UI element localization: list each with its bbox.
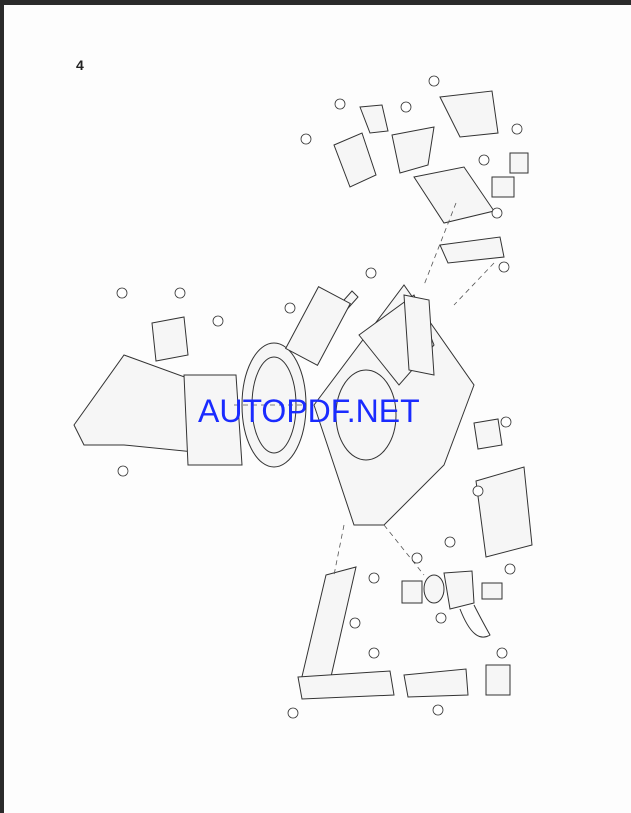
watermark: AUTOPDF.NET: [198, 393, 420, 429]
lower-assembly: [284, 285, 511, 700]
assembly-lines: [234, 202, 495, 576]
top-cover-plates: [333, 90, 529, 264]
side-plate: [475, 466, 533, 558]
bracket: [473, 418, 503, 450]
boom-arm: [73, 316, 243, 466]
document-page: 4: [4, 5, 631, 813]
part-callouts: [116, 75, 523, 719]
exploded-parts-diagram: [73, 75, 533, 719]
page-number: 4: [76, 57, 84, 73]
